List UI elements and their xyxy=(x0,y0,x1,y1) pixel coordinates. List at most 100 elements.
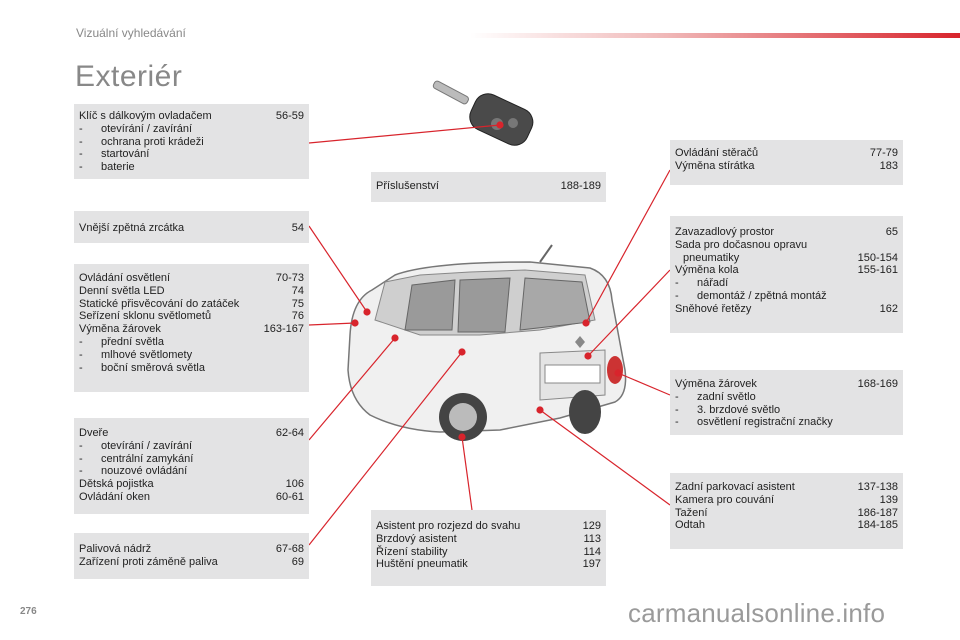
page-reference: 113 xyxy=(583,532,601,545)
entry-label: Klíč s dálkovým ovladačem xyxy=(79,110,212,122)
entry-label: Výměna kola xyxy=(675,264,739,277)
index-entry[interactable]: Zavazadlový prostor 65 xyxy=(675,226,898,239)
bullet-dash: - xyxy=(79,161,83,174)
sub-entry[interactable]: -centrální zamykání xyxy=(79,453,304,466)
entry-label: Výměna stírátka xyxy=(675,159,755,172)
entry-label: -otevírání / zavírání xyxy=(79,122,193,135)
sub-entry[interactable]: -baterie xyxy=(79,161,304,174)
sub-entry[interactable]: -zadní světlo xyxy=(675,391,898,404)
entry-label: Dveře xyxy=(79,427,109,439)
header-accent-bar xyxy=(470,33,960,38)
bullet-dash: - xyxy=(79,135,83,148)
sub-entry[interactable]: -nářadí xyxy=(675,277,898,290)
entry-label: -ochrana proti krádeži xyxy=(79,135,204,148)
page-reference: 77-79 xyxy=(869,147,898,159)
page-reference: 74 xyxy=(291,284,304,297)
callout-lines xyxy=(308,121,671,546)
page-reference: 54 xyxy=(291,222,304,234)
sub-entry[interactable]: -boční směrová světla xyxy=(79,362,304,375)
entry-label: Dětská pojistka xyxy=(79,478,154,491)
index-entry[interactable]: Tažení 186-187 xyxy=(675,507,898,520)
entry-label: Sada pro dočasnou opravu xyxy=(675,238,808,251)
page-reference: 60-61 xyxy=(275,490,304,503)
entry-label: Řízení stability xyxy=(376,545,448,558)
entry-label: -centrální zamykání xyxy=(79,452,194,465)
index-entry[interactable]: Sněhové řetězy 162 xyxy=(675,303,898,316)
sub-entry[interactable]: -3. brzdové světlo xyxy=(675,404,898,417)
sub-entry[interactable]: -otevírání / zavírání xyxy=(79,440,304,453)
entry-label: -osvětlení registrační značky xyxy=(675,416,833,429)
bullet-dash: - xyxy=(79,452,83,465)
entry-label: Huštění pneumatik xyxy=(376,558,468,571)
car-body xyxy=(347,244,627,441)
page-reference: 197 xyxy=(582,558,601,571)
page-reference: 183 xyxy=(879,159,898,172)
page-reference: 186-187 xyxy=(857,506,898,519)
page-reference: 67-68 xyxy=(275,543,304,555)
sub-entry[interactable]: -nouzové ovládání xyxy=(79,465,304,478)
sub-entry[interactable]: -otevírání / zavírání xyxy=(79,123,304,136)
page-reference: 76 xyxy=(291,310,304,323)
entry-label: Denní světla LED xyxy=(79,284,165,297)
sub-entry[interactable]: -ochrana proti krádeži xyxy=(79,136,304,149)
page-reference: 184-185 xyxy=(857,519,898,532)
entry-label: -otevírání / zavírání xyxy=(79,439,193,452)
sub-entry[interactable]: -mlhové světlomety xyxy=(79,349,304,362)
index-entry[interactable]: Odtah 184-185 xyxy=(675,519,898,532)
index-entry[interactable]: Denní světla LED 74 xyxy=(79,285,304,298)
entry-label: Sněhové řetězy xyxy=(675,302,752,315)
entry-label: -3. brzdové světlo xyxy=(675,403,781,416)
index-entry[interactable]: Výměna stírátka 183 xyxy=(675,160,898,173)
bullet-dash: - xyxy=(79,348,83,361)
bullet-dash: - xyxy=(675,277,679,290)
sub-entry[interactable]: -startování xyxy=(79,148,304,161)
entry-label: Statické přisvěcování do zatáček xyxy=(79,297,240,310)
page-reference: 162 xyxy=(879,302,898,315)
entry-label: Zařízení proti záměně paliva xyxy=(79,555,218,568)
sub-entry[interactable]: -přední světla xyxy=(79,336,304,349)
sub-entry[interactable]: -osvětlení registrační značky xyxy=(675,416,898,429)
page-reference: 65 xyxy=(885,226,898,238)
index-entry[interactable]: Sada pro dočasnou opravu xyxy=(675,239,898,252)
entry-label: -mlhové světlomety xyxy=(79,348,193,361)
entry-label: Zavazadlový prostor xyxy=(675,226,775,238)
sub-entry[interactable]: -demontáž / zpětná montáž xyxy=(675,290,898,303)
bullet-dash: - xyxy=(675,289,679,302)
entry-label: Odtah xyxy=(675,519,705,532)
entry-label: Palivová nádrž xyxy=(79,543,152,555)
entry-label: -přední světla xyxy=(79,335,164,348)
page-reference: 139 xyxy=(879,493,898,506)
entry-label: Tažení xyxy=(675,506,708,519)
section-header: Vizuální vyhledávání xyxy=(76,26,186,40)
index-entry[interactable]: Palivová nádrž 67-68 xyxy=(79,543,304,556)
bullet-dash: - xyxy=(79,361,83,374)
index-entry[interactable]: Huštění pneumatik 197 xyxy=(376,558,601,571)
bullet-dash: - xyxy=(675,416,679,429)
